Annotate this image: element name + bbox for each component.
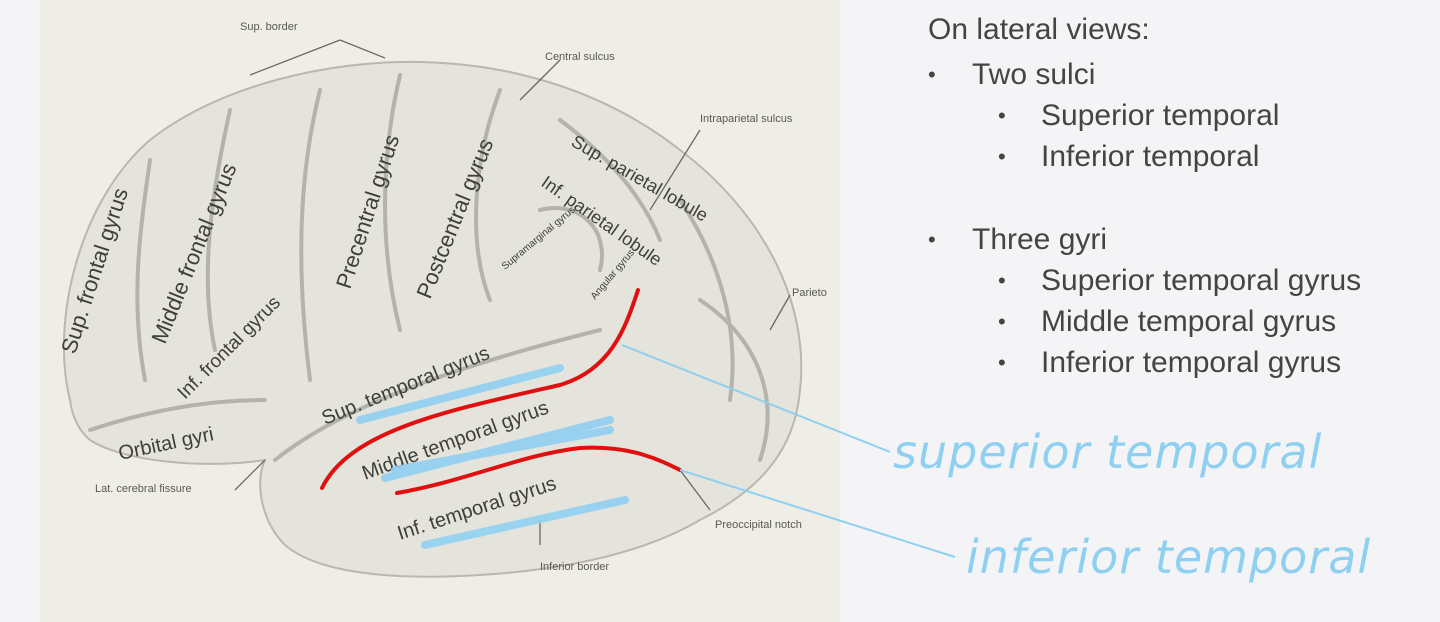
gyrus-highlights bbox=[356, 364, 629, 549]
handwritten-inferior-temporal: inferior temporal bbox=[966, 530, 1372, 584]
gyri-item: Inferior temporal gyrus bbox=[928, 342, 1428, 383]
sulcus-highlights bbox=[320, 288, 682, 495]
handwritten-superior-temporal: superior temporal bbox=[893, 425, 1323, 479]
sulci-item: Inferior temporal bbox=[928, 136, 1428, 177]
superior-temporal-sulcus-trace bbox=[320, 288, 640, 490]
sulci-item: Superior temporal bbox=[928, 95, 1428, 136]
leader-lines bbox=[234, 39, 791, 545]
gyri-item: Middle temporal gyrus bbox=[928, 301, 1428, 342]
gyral-folds bbox=[88, 73, 770, 462]
label-lat-fissure: Lat. cerebral fissure bbox=[95, 483, 192, 495]
label-parieto: Parieto bbox=[792, 287, 827, 299]
gyri-bullet: Three gyri bbox=[928, 219, 1428, 260]
notes-panel: On lateral views: Two sulci Superior tem… bbox=[928, 12, 1428, 383]
label-sup-border: Sup. border bbox=[240, 21, 298, 33]
label-intraparietal-sulcus: Intraparietal sulcus bbox=[700, 113, 793, 125]
label-central-sulcus: Central sulcus bbox=[545, 51, 615, 63]
notes-heading: On lateral views: bbox=[928, 13, 1150, 46]
list-spacer bbox=[928, 177, 1428, 219]
label-preoccipital-notch: Preoccipital notch bbox=[715, 519, 802, 531]
pointer-lines bbox=[621, 344, 956, 558]
gyri-item: Superior temporal gyrus bbox=[928, 260, 1428, 301]
label-inferior-border: Inferior border bbox=[540, 561, 609, 573]
inferior-temporal-sulcus-trace bbox=[395, 445, 682, 495]
sulci-bullet: Two sulci bbox=[928, 54, 1428, 95]
notes-list: Two sulci Superior temporal Inferior tem… bbox=[928, 54, 1428, 383]
